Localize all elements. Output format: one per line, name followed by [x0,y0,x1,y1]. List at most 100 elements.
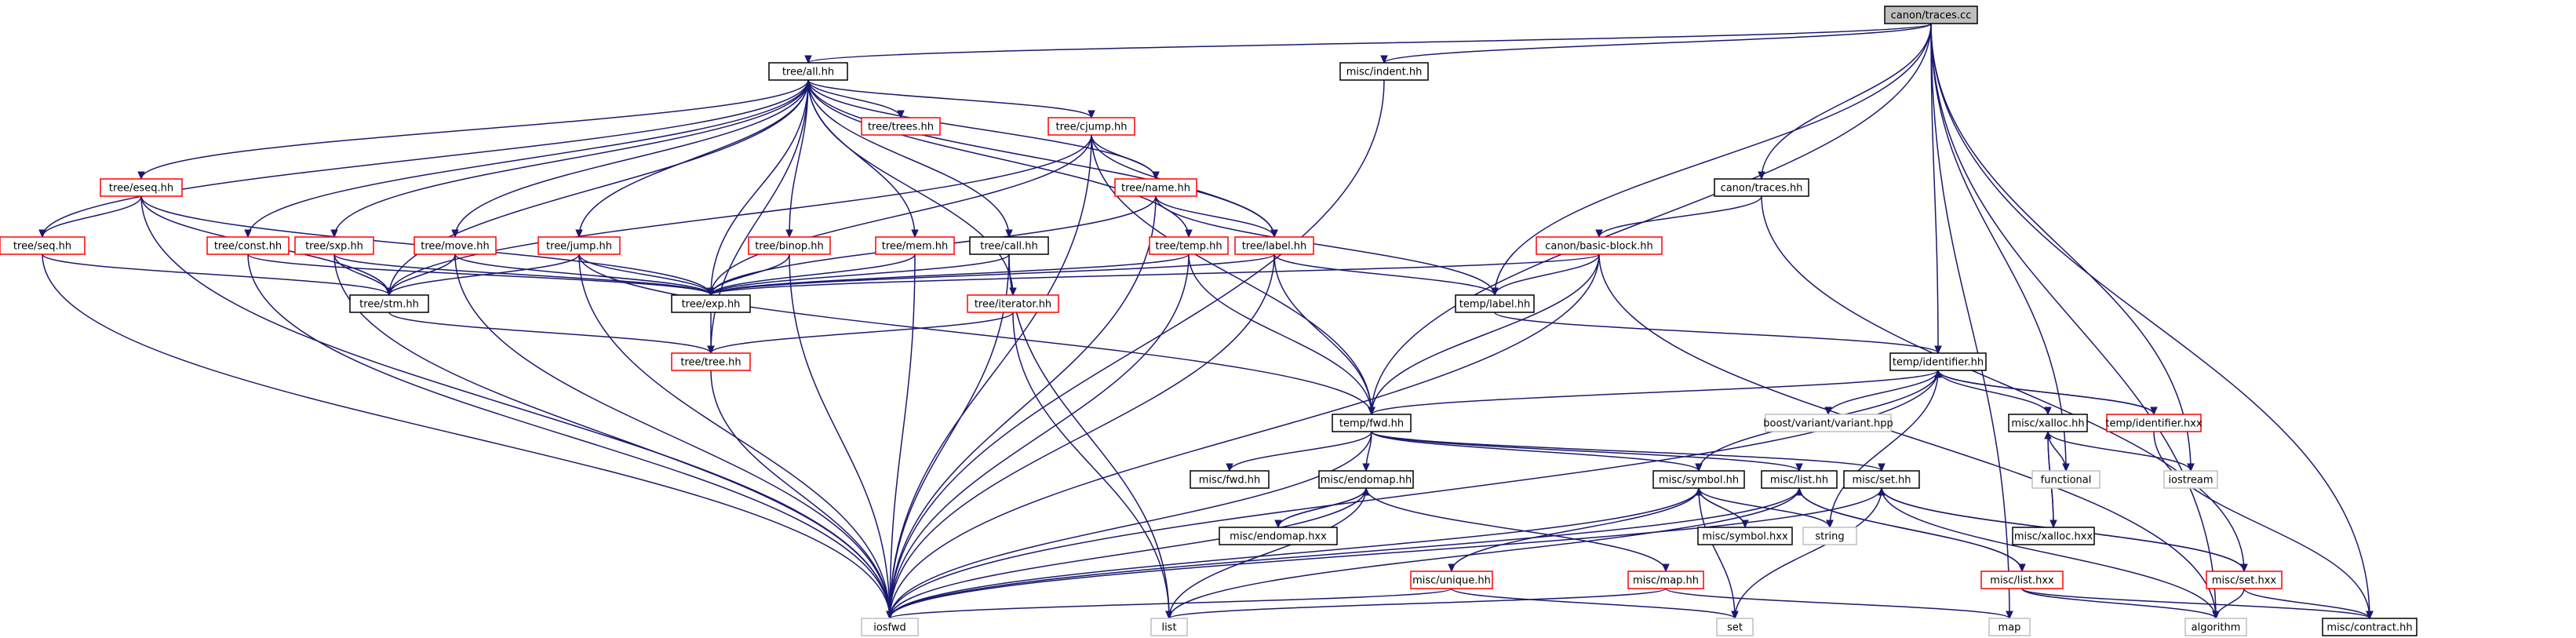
node-n15[interactable]: tree/call.hh [969,236,1049,255]
node-n6[interactable]: tree/eseq.hh [100,178,183,197]
edge-n39-n45 [1165,588,1667,620]
node-n10[interactable]: tree/sxp.hh [294,236,374,255]
node-n2[interactable]: misc/indent.hh [1339,62,1429,81]
edge-n18-n48 [1598,253,2220,620]
node-n36[interactable]: misc/xalloc.hxx [2012,527,2095,545]
node-n49[interactable]: misc/contract.hh [2322,618,2418,636]
node-n41: string [1802,527,1857,545]
node-box [1318,470,1414,489]
node-box [294,236,374,255]
edge-n1-n15 [807,79,1013,239]
node-label: misc/symbol.hxx [1702,531,1788,543]
node-n1[interactable]: tree/all.hh [768,62,848,81]
node-n17[interactable]: tree/label.hh [1234,236,1314,255]
node-n3[interactable]: canon/traces.hh [1714,178,1809,197]
edge-n1-n5 [807,79,1095,119]
node-label: tree/temp.hh [1155,241,1222,253]
node-n39[interactable]: misc/map.hh [1627,571,1704,589]
edge-n31-n41 [1698,487,1834,529]
node-n20[interactable]: tree/exp.hh [671,294,751,313]
node-box [349,294,429,313]
node-n28[interactable]: temp/identifier.hxx [2105,414,2203,432]
node-box [1988,618,2031,636]
node-n0[interactable]: canon/traces.cc [1884,5,1978,24]
node-box [1536,236,1663,255]
node-box [768,62,848,81]
node-n40[interactable]: misc/symbol.hxx [1697,527,1793,545]
node-label: misc/endomap.hh [1321,475,1412,487]
node-label: misc/unique.hh [1412,575,1491,587]
node-box [206,236,290,255]
node-n38[interactable]: misc/unique.hh [1410,571,1493,589]
node-label: tree/trees.hh [868,122,934,133]
node-label: misc/xalloc.hxx [2014,531,2093,543]
node-n33[interactable]: misc/set.hh [1843,470,1920,489]
node-label: misc/contract.hh [2326,622,2412,634]
edge-n1-n4 [807,79,905,119]
node-n29[interactable]: misc/fwd.hh [1190,470,1270,489]
node-n13[interactable]: tree/binop.hh [748,236,831,255]
node-n21[interactable]: tree/iterator.hh [967,294,1059,313]
node-n18[interactable]: canon/basic-block.hh [1536,236,1663,255]
edge-n21-n23 [707,312,1014,355]
edge-n0-n35 [1930,23,2195,472]
node-box [969,236,1049,255]
node-n24[interactable]: temp/identifier.hh [1889,352,1987,371]
node-n4[interactable]: tree/trees.hh [861,117,941,136]
node-n48: algorithm [2184,618,2247,636]
edge-n12-n19 [385,253,580,297]
edge-n18-n22 [1491,253,1600,297]
node-label: set [1727,622,1743,634]
node-box [967,294,1059,313]
node-n30[interactable]: misc/endomap.hh [1318,470,1414,489]
edge-n17-n22 [1273,253,1499,297]
node-n22[interactable]: temp/label.hh [1455,294,1535,313]
node-n25[interactable]: temp/fwd.hh [1332,414,1412,432]
node-n43[interactable]: misc/set.hxx [2206,571,2283,589]
node-n12[interactable]: tree/jump.hh [537,236,621,255]
edge-n0-n2 [1380,23,1932,64]
node-box [2012,527,2095,545]
node-label: iostream [2168,475,2213,487]
node-n35: iostream [2163,470,2218,489]
node-n19[interactable]: tree/stm.hh [349,294,429,313]
node-label: misc/map.hh [1633,575,1699,587]
edge-n40-n31 [1695,487,1746,528]
edge-n1-n17 [807,79,1278,239]
node-n11[interactable]: tree/move.hh [414,236,497,255]
edge-n8-n19 [42,253,393,297]
node-n37[interactable]: misc/endomap.hxx [1219,527,1338,545]
node-label: misc/xalloc.hh [2011,418,2084,430]
node-n27[interactable]: misc/xalloc.hh [2008,414,2088,432]
node-n16[interactable]: tree/temp.hh [1149,236,1229,255]
node-label: tree/all.hh [782,67,834,78]
node-n42[interactable]: misc/list.hxx [1980,571,2064,589]
node-box [2163,470,2218,489]
node-box [1765,414,1892,432]
edge-n25-n33 [1371,431,1886,472]
node-label: canon/basic-block.hh [1545,241,1652,253]
edge-n1-n12 [575,79,809,239]
node-n8[interactable]: tree/seq.hh [0,236,86,255]
node-box [2184,618,2247,636]
edge-n33-n44 [886,487,1882,620]
edge-n18-n25 [1368,253,1600,416]
node-n31[interactable]: misc/symbol.hh [1652,470,1745,489]
edge-n38-n46 [1451,588,1739,620]
edge-n16-n20 [707,253,1190,297]
edge-n39-n47 [1665,588,2013,620]
node-n5[interactable]: tree/cjump.hh [1048,117,1135,136]
edge-n27-n35 [2047,431,2195,472]
edge-n24-n26 [1824,370,1939,416]
node-n32[interactable]: misc/list.hh [1761,470,1838,489]
node-label: misc/set.hh [1852,475,1911,487]
node-n14[interactable]: tree/mem.hh [875,236,955,255]
node-box [1219,527,1338,545]
edge-n6-n44 [140,195,894,620]
node-box [1455,294,1535,313]
node-n7[interactable]: tree/name.hh [1114,178,1197,197]
node-label: misc/endomap.hxx [1230,531,1327,543]
edge-n37-n30 [1277,487,1370,528]
node-n23[interactable]: tree/tree.hh [671,352,751,371]
node-n9[interactable]: tree/const.hh [206,236,290,255]
